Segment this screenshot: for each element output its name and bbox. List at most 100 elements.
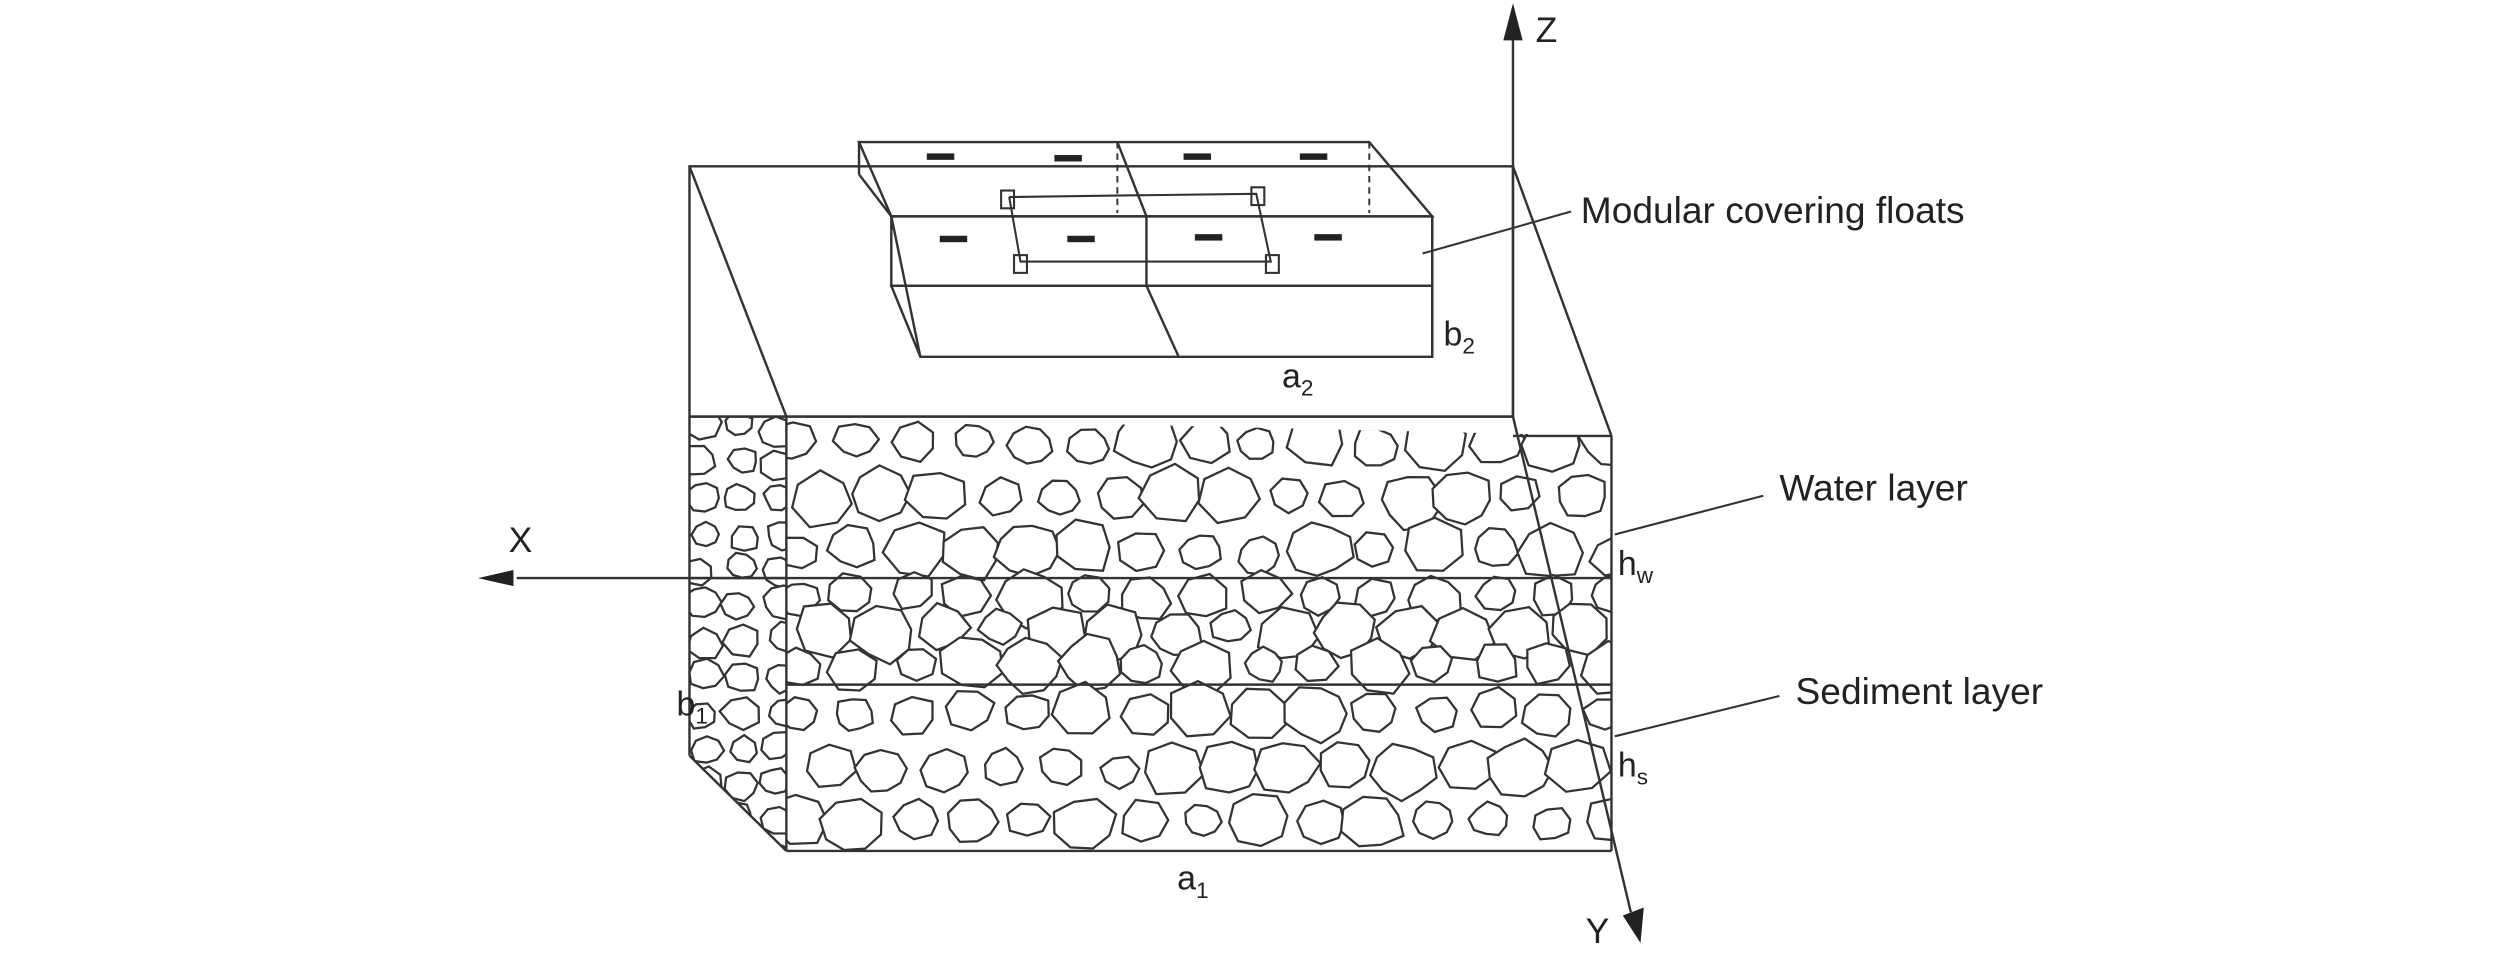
stone-shape: [1414, 696, 1459, 734]
stone-shape: [1353, 577, 1396, 619]
stone-shape: [726, 447, 757, 474]
vent-slot: [939, 235, 968, 243]
stone-shape: [1339, 795, 1405, 848]
dimension-a1-label: a1: [1177, 860, 1208, 903]
dimension-hw-label: hw: [1618, 545, 1654, 588]
stone-shape: [1285, 416, 1344, 467]
dimension-hs-label: hs: [1618, 747, 1648, 790]
stone-shape: [689, 702, 716, 730]
modular-covering-floats: [857, 140, 1435, 359]
stone-shape: [1470, 685, 1518, 729]
stone-shape: [689, 657, 726, 690]
stone-shape: [881, 521, 946, 578]
stone-shape: [718, 696, 761, 732]
stone-shape: [1581, 698, 1612, 731]
vent-slot: [1314, 234, 1342, 241]
stone-shape: [1543, 738, 1612, 793]
connector-post-3: [1012, 254, 1028, 274]
stone-shape: [848, 604, 913, 666]
stone-shape: [805, 743, 858, 789]
stone-shape: [1178, 534, 1222, 571]
stone-shape: [689, 416, 724, 441]
stone-shape: [1038, 747, 1083, 787]
connector-post-4: [1264, 254, 1280, 274]
stone-shape: [1467, 800, 1509, 837]
stone-shape: [1005, 425, 1054, 465]
float-divider-top: [1116, 141, 1148, 217]
stone-shape: [978, 476, 1023, 517]
stone-shape: [903, 471, 967, 520]
stone-shape: [1299, 576, 1341, 617]
y-axis-label: Y: [1586, 911, 1610, 951]
stone-shape: [1236, 426, 1275, 460]
stone-shape: [768, 620, 787, 654]
stone-shape: [1227, 792, 1289, 848]
stone-shape: [1240, 568, 1294, 615]
stone-texture-side: [689, 416, 787, 851]
floats-callout: Modular covering floats: [1581, 189, 1965, 231]
stone-shape: [1169, 679, 1232, 738]
dimension-a2-label: a2: [1282, 358, 1313, 401]
stone-shape: [1404, 516, 1464, 572]
stone-shape: [1486, 737, 1555, 798]
x-axis-arrowhead: [477, 569, 514, 587]
stone-shape: [1353, 427, 1399, 467]
stone-shape: [730, 525, 759, 552]
stone-shape: [760, 730, 787, 761]
stone-shape: [1119, 643, 1163, 685]
stone-shape: [689, 444, 717, 476]
stone-shape: [890, 420, 935, 464]
stone-shape: [995, 636, 1064, 696]
stone-shape: [689, 586, 723, 618]
stone-shape: [767, 698, 787, 728]
container-box-outline: [688, 165, 1613, 853]
stone-shape: [1295, 799, 1346, 846]
x-axis-label: X: [509, 520, 533, 560]
box-right-top-edge: [1511, 165, 1613, 437]
stone-shape: [1067, 574, 1111, 613]
stone-shape: [762, 484, 787, 512]
stone-shape: [825, 648, 878, 692]
stone-shape: [853, 748, 909, 793]
stone-shape: [690, 520, 721, 548]
stone-shape: [1588, 536, 1612, 577]
vent-slot: [1299, 153, 1328, 160]
stone-shape: [726, 551, 759, 579]
float-left-edge: [890, 216, 922, 358]
float-divider-lower: [1145, 285, 1180, 358]
vent-slot: [926, 153, 955, 160]
float-connector-frame: [1008, 192, 1273, 263]
stone-shape: [1176, 572, 1228, 618]
stone-shape: [721, 836, 758, 851]
vent-slot: [1183, 153, 1212, 160]
stone-shape: [1317, 479, 1365, 518]
stone-shape: [1590, 571, 1612, 614]
stone-shape: [1099, 755, 1141, 791]
stone-shape: [1285, 521, 1355, 577]
stone-shape: [1197, 466, 1262, 525]
stone-shape: [786, 536, 819, 570]
stone-shape: [831, 423, 881, 458]
stone-shape: [946, 798, 1000, 844]
stone-shape: [766, 521, 787, 552]
stone-shape: [689, 481, 721, 513]
float-back-left-bottom: [858, 173, 893, 218]
stone-shape: [1096, 475, 1145, 520]
connector-post-1: [1000, 189, 1016, 210]
sediment-layer-callout: Sediment layer: [1796, 670, 2044, 712]
dimension-b1-label: b1: [677, 685, 708, 728]
stone-shape: [758, 767, 787, 795]
stone-shape: [892, 797, 940, 841]
stone-shape: [1368, 742, 1438, 803]
stone-shape: [825, 523, 876, 569]
stone-shape: [1121, 798, 1170, 843]
y-axis-arrowhead: [1622, 907, 1644, 943]
stone-shape: [723, 662, 760, 692]
stone-shape: [723, 482, 756, 512]
stone-shape: [1269, 477, 1309, 515]
sediment-leader-line: [1614, 694, 1780, 738]
stone-shape: [1137, 462, 1201, 523]
y-axis-line: [1511, 416, 1633, 913]
box-back-upper-face: [688, 165, 1515, 418]
